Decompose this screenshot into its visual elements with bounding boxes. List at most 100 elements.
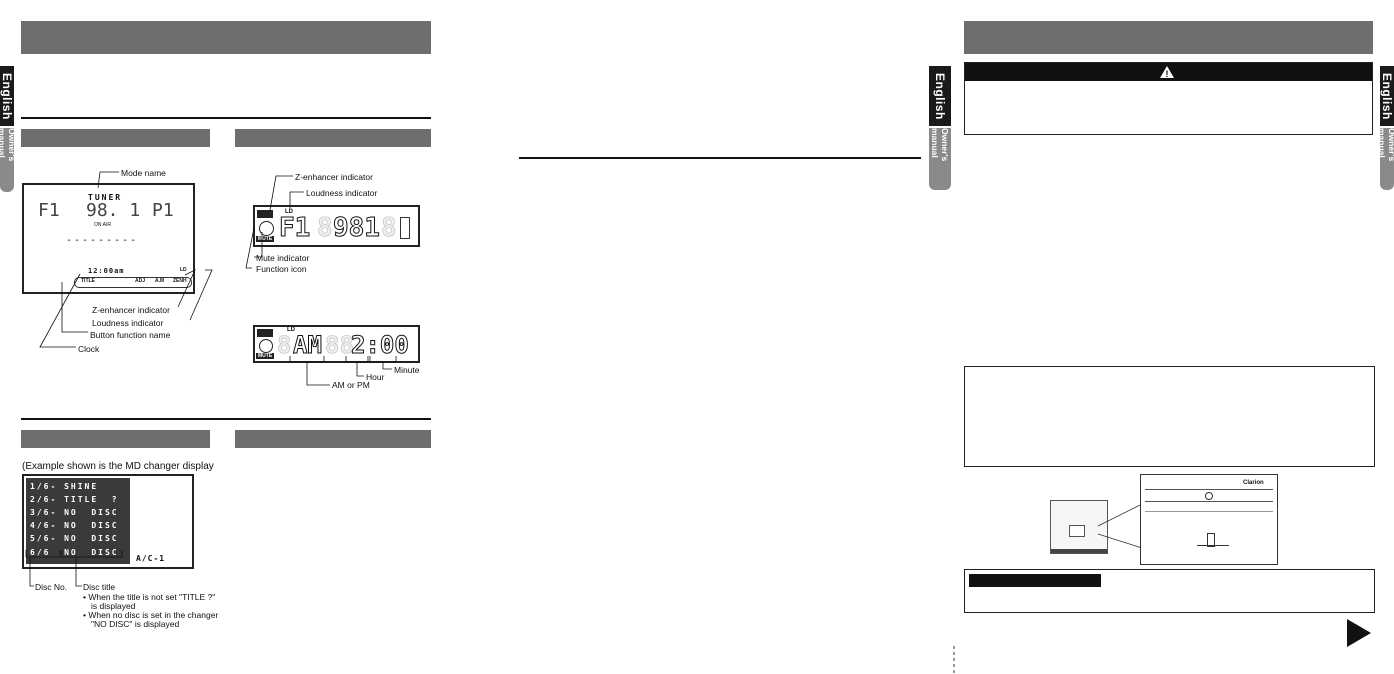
md-row-5: 5/6- NO DISC — [30, 534, 119, 543]
tuner-clock: 12:00am — [88, 267, 125, 275]
header-band-right — [964, 21, 1373, 54]
sub2-ampm: AM — [293, 331, 323, 359]
sub2-icon — [257, 329, 273, 337]
language-tab-right: English — [1380, 66, 1394, 126]
header-band-left — [21, 21, 431, 54]
sub1-bracket — [400, 217, 410, 239]
sub2-ld: LD — [287, 327, 295, 333]
sub1-freq: 981 — [333, 213, 381, 243]
sub2-mute: MUTE — [256, 353, 275, 359]
label-line-2 — [1145, 501, 1273, 502]
sub2-leader-lines — [289, 356, 397, 386]
warning-box: ! — [964, 62, 1373, 135]
md-leader-lines — [25, 550, 123, 587]
disc-title-label: Disc title — [83, 582, 116, 592]
sub2-time: 2:00 — [351, 331, 410, 359]
section-rule-middle — [519, 157, 921, 159]
z-enhancer-label-left: Z-enhancer indicator — [92, 305, 170, 315]
md-row-1: 1/6- SHINE — [30, 482, 99, 491]
sub-lcd-2: MUTE LD 8 AM 88 2:00 — [253, 325, 420, 363]
btn-zenh: ZENH — [173, 278, 187, 284]
mode-name-label: Mode name — [121, 168, 166, 178]
page-margin-dashes — [953, 646, 955, 674]
on-air-text: ON AIR — [94, 222, 111, 228]
device-illustration — [1050, 500, 1108, 554]
device-label-patch — [1069, 525, 1085, 537]
warning-triangle-icon: ! — [1160, 66, 1174, 79]
btn-am: A.M — [155, 278, 165, 284]
sub2-ghost-2: 88 — [325, 331, 355, 359]
btn-adj: ADJ — [135, 278, 146, 284]
md-row-3: 3/6- NO DISC — [30, 508, 119, 517]
button-function-label: Button function name — [90, 330, 171, 340]
note-1-line-1: • When the title is not set "TITLE ?" — [83, 592, 216, 602]
note-2-line-2: "NO DISC" is displayed — [91, 619, 180, 629]
ampm-label: AM or PM — [332, 380, 370, 390]
note-2-line-1: • When no disc is set in the changer — [83, 610, 219, 620]
md-row-6: 6/6 NO DISC — [30, 548, 119, 557]
z-enhancer-label-sub: Z-enhancer indicator — [295, 172, 373, 182]
tuner-frequency: 98. 1 — [86, 200, 141, 221]
sub2-disc-icon — [259, 339, 273, 353]
button-bar: TITLE ADJ A.M ZENH — [74, 277, 192, 288]
manual-tab-left: Owner's manual — [0, 128, 17, 192]
sub1-ld: LD — [285, 209, 293, 215]
minute-label: Minute — [394, 365, 420, 375]
language-tab-left: English — [0, 66, 14, 126]
sub1-leader-lines — [245, 175, 304, 269]
section-rule-top-left — [21, 117, 431, 119]
caution-header — [969, 574, 1101, 587]
sub2-ghost-1: 8 — [277, 331, 292, 359]
notice-box — [964, 366, 1375, 467]
md-lcd: 1/6- SHINE 2/6- TITLE ? 3/6- NO DISC 4/6… — [22, 474, 194, 569]
label-plate: Clarion — [1140, 474, 1278, 565]
md-list-panel — [26, 478, 130, 564]
subheader-band-3 — [21, 430, 210, 448]
md-row-4: 4/6- NO DISC — [30, 521, 119, 530]
subheader-band-2 — [235, 129, 431, 147]
sub-lcd-1: MUTE LD F1 8 981 8 — [253, 205, 420, 247]
label-line-3 — [1145, 511, 1273, 512]
tuner-ld: LD — [180, 267, 187, 273]
note-1-line-2: is displayed — [91, 601, 136, 611]
label-plug-icon — [1207, 533, 1215, 547]
tuner-mode: TUNER — [88, 193, 123, 202]
language-tab-mid: English — [929, 66, 951, 126]
label-baseline — [1197, 545, 1229, 546]
manual-tab-right: Owner's manual — [1377, 128, 1394, 190]
btn-title: TITLE — [81, 278, 95, 284]
tuner-dashes: --------- — [66, 235, 139, 246]
loudness-label-sub: Loudness indicator — [306, 188, 378, 198]
loudness-label-left: Loudness indicator — [92, 318, 164, 328]
hour-label: Hour — [366, 372, 385, 382]
sub1-ghost-1: 8 — [317, 213, 333, 243]
function-icon-label: Function icon — [256, 264, 307, 274]
tuner-preset: P1 — [152, 200, 174, 221]
tuner-leader-lines — [39, 171, 213, 348]
next-page-arrow-icon[interactable] — [1346, 618, 1372, 648]
section-rule-bottom-left — [21, 418, 431, 420]
label-brand: Clarion — [1243, 480, 1264, 486]
label-line-1 — [1145, 489, 1273, 490]
md-caption: (Example shown is the MD changer display — [22, 461, 214, 472]
md-mode: A/C-1 — [136, 554, 166, 563]
subheader-band-1 — [21, 129, 210, 147]
svg-text:!: ! — [1166, 69, 1169, 79]
device-base — [1051, 549, 1107, 553]
manual-tab-mid: Owner's manual — [929, 128, 951, 190]
function-icon — [257, 210, 273, 218]
disc-no-label: Disc No. — [35, 582, 68, 592]
function-icon-disc — [259, 221, 274, 236]
md-row-2: 2/6- TITLE ? — [30, 495, 119, 504]
tuner-lcd: TUNER F1 98. 1 P1 ON AIR --------- 12:00… — [22, 183, 195, 294]
label-circle-icon — [1205, 492, 1213, 500]
mute-icon: MUTE — [256, 236, 275, 242]
caution-box — [964, 569, 1375, 613]
mute-label: Mute indicator — [256, 253, 310, 263]
sub1-ghost-2: 8 — [381, 213, 397, 243]
tuner-band: F1 — [38, 200, 60, 221]
clock-label: Clock — [78, 344, 100, 354]
subheader-band-4 — [235, 430, 431, 448]
sub1-band: F1 — [278, 213, 311, 243]
